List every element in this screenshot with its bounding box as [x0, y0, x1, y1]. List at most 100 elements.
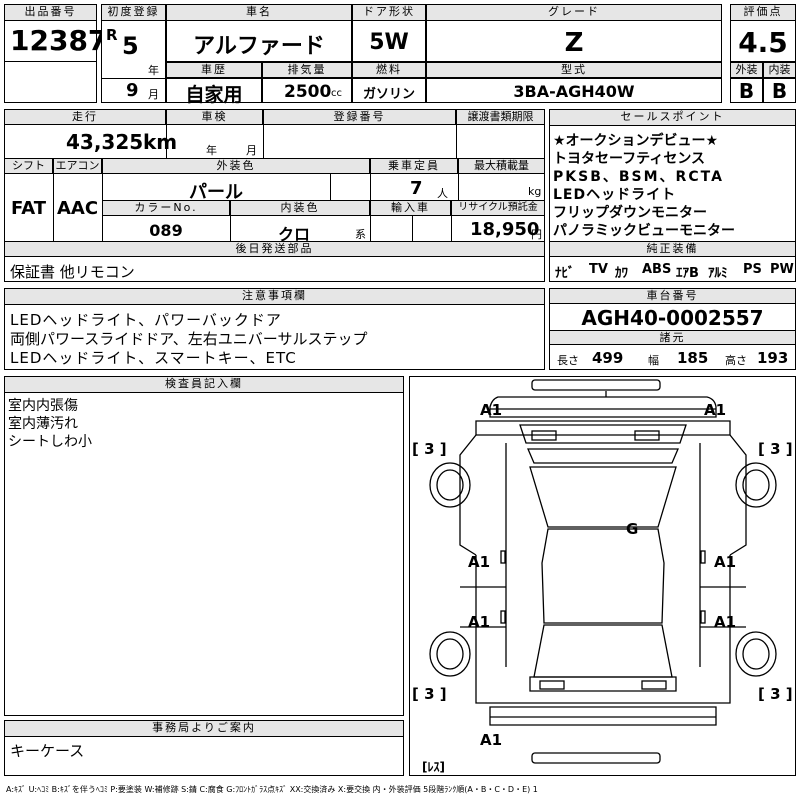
divider: [263, 109, 264, 158]
first-registration-month: 9: [126, 80, 139, 101]
score: 4.5: [738, 26, 788, 59]
damage-mark: [ 3 ]: [758, 685, 793, 703]
first-registration-year: 5: [122, 32, 139, 60]
fuel: ガソリン: [362, 87, 415, 102]
recycle-header: リサイクル預託金: [451, 200, 545, 216]
first-registration-header: 初度登録: [101, 4, 166, 21]
sales-point: パノラミックビューモニター: [553, 223, 735, 239]
inspector-line: 室内薄汚れ: [8, 416, 78, 432]
year-unit: 年: [148, 64, 159, 77]
mileage: 43,325: [66, 130, 144, 154]
chassis-number: AGH40-0002557: [581, 306, 764, 330]
interior-grade: B: [771, 79, 788, 103]
fuel-header: 燃料: [352, 62, 426, 78]
door-type: 5W: [369, 30, 409, 55]
lot-number: 12387: [10, 24, 108, 57]
exterior-color-header: 外装色: [102, 158, 370, 174]
equipment-header: 純正装備: [549, 241, 796, 257]
width-label: 幅: [648, 354, 659, 367]
exterior-header: 外装: [730, 62, 763, 78]
damage-mark: A1: [714, 613, 736, 631]
month-unit: 月: [148, 88, 159, 101]
divider: [101, 78, 166, 79]
divider: [330, 174, 331, 200]
damage-diagram: A1 A1 [ 3 ] [ 3 ] G A1 A1 A1 A1 [ 3 ] [ …: [409, 376, 796, 776]
capacity: 7: [410, 178, 423, 199]
divider: [53, 158, 54, 241]
note-line: LEDヘッドライト、スマートキー、ETC: [10, 349, 297, 367]
model: 3BA-AGH40W: [513, 82, 635, 101]
ac-header: エアコン: [53, 158, 102, 174]
inspector-box: [4, 376, 404, 716]
car-name: アルファード: [193, 34, 325, 59]
sales-points-header: セールスポイント: [549, 109, 796, 126]
recycle-unit: 円: [531, 228, 542, 241]
damage-mark: A1: [704, 401, 726, 419]
equipment-item: ABS: [642, 262, 672, 277]
score-header: 評価点: [730, 4, 796, 21]
inspection-month-unit: 月: [246, 144, 257, 157]
door-header: ドア形状: [352, 4, 426, 21]
displacement-unit: cc: [331, 88, 342, 99]
interior-color-unit: 系: [355, 228, 366, 241]
inspection-header: 車検: [166, 109, 263, 125]
divider: [412, 216, 413, 241]
sales-point: トヨタセーフティセンス: [553, 151, 706, 167]
color-number: 089: [149, 221, 183, 240]
damage-mark: G: [626, 520, 638, 538]
inspector-line: 室内内張傷: [8, 398, 78, 414]
later-parts-header: 後日発送部品: [4, 241, 545, 257]
sales-point: ★オークションデビュー★: [553, 133, 719, 149]
displacement-box: [262, 78, 352, 103]
equipment-item: TV: [589, 262, 608, 277]
legend: A:ｷｽﾞ U:ﾍｺﾐ B:ｷｽﾞを伴うﾍｺﾐ P:要塗装 W:補修跡 S:錆 …: [6, 785, 538, 794]
grade-header: グレード: [426, 4, 722, 21]
interior-color: クロ: [277, 225, 310, 244]
damage-mark: A1: [468, 613, 490, 631]
equipment-item: PW: [770, 262, 794, 277]
history-header: 車歴: [166, 62, 262, 78]
divider: [102, 158, 103, 241]
displacement-header: 排気量: [262, 62, 352, 78]
chassis-header: 車台番号: [549, 288, 796, 304]
registration-header: 登録番号: [263, 109, 456, 125]
transfer-deadline-header: 譲渡書類期限: [456, 109, 545, 125]
dims-header: 諸元: [549, 330, 796, 345]
displacement: 2500: [284, 82, 332, 102]
grade: Z: [564, 28, 584, 58]
max-load-header: 最大積載量: [458, 158, 545, 174]
car-name-header: 車名: [166, 4, 352, 21]
divider: [4, 61, 97, 62]
mileage-header: 走行: [4, 109, 166, 125]
later-parts: 保証書 他リモコン: [10, 263, 135, 281]
model-header: 型式: [426, 62, 722, 78]
interior-header: 内装: [763, 62, 796, 78]
model-box: [426, 78, 722, 103]
inspector-line: シートしわ小: [8, 434, 92, 450]
notes-header: 注意事項欄: [4, 288, 545, 305]
office-header: 事務局よりご案内: [4, 720, 404, 737]
exterior-color: パール: [189, 182, 243, 203]
office-text: キーケース: [10, 742, 85, 760]
max-load-unit: kg: [528, 185, 542, 198]
inspector-header: 検査員記入欄: [4, 376, 404, 393]
sales-point: PKSB、BSM、RCTA: [553, 169, 724, 185]
import-header: 輸入車: [370, 200, 451, 216]
sales-point: フリップダウンモニター: [553, 205, 707, 221]
divider: [456, 109, 457, 158]
capacity-header: 乗車定員: [370, 158, 458, 174]
length-label: 長さ: [557, 354, 579, 367]
divider: [166, 109, 167, 158]
equipment-item: ｴｱB: [676, 266, 699, 281]
height: 193: [757, 349, 789, 367]
sales-point: LEDヘッドライト: [553, 187, 677, 203]
shift: FAT: [10, 198, 47, 219]
shift-header: シフト: [4, 158, 53, 174]
exterior-box: [730, 78, 763, 103]
ac: AAC: [56, 198, 99, 219]
inspection-year-unit: 年: [206, 144, 217, 157]
damage-mark: [ﾚｽ]: [422, 760, 445, 774]
fuel-box: [352, 78, 426, 103]
interior-color-header: 内装色: [230, 200, 370, 216]
damage-mark: [ 3 ]: [412, 685, 447, 703]
